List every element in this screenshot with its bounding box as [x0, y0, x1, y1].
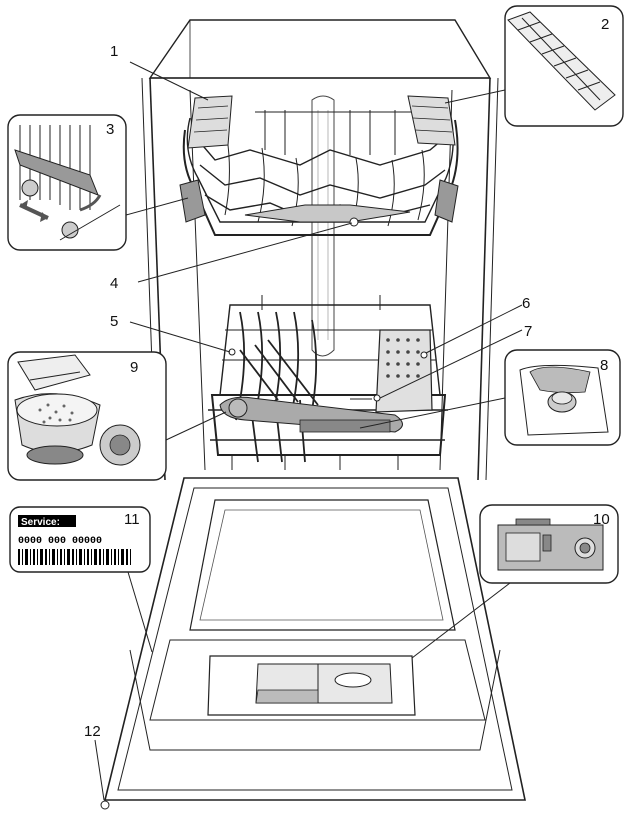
- callout-5: 5: [110, 313, 118, 330]
- callout-9: 9: [130, 359, 138, 376]
- callout-6: 6: [522, 295, 530, 312]
- inset-rinse-aid: [504, 349, 621, 446]
- upper-basket: [179, 95, 459, 236]
- callout-11: 11: [124, 511, 140, 528]
- callout-3: 3: [106, 121, 114, 138]
- service-label: Service:: [21, 517, 60, 528]
- lower-basket: [208, 295, 448, 470]
- barcode: [18, 549, 131, 565]
- callout-1: 1: [110, 43, 118, 60]
- callout-numbers: 1 2 3 4 5 6 7 8 9 10 11 12: [84, 16, 610, 740]
- callout-8: 8: [600, 357, 608, 374]
- callout-7: 7: [524, 323, 532, 340]
- inset-detergent-dispenser: [479, 504, 619, 584]
- leader-lines: [94, 61, 523, 801]
- dishwasher-door: [100, 477, 526, 810]
- callout-10: 10: [593, 511, 610, 528]
- inset-rating-plate: Service: 0000 000 00000: [9, 506, 151, 573]
- serial-number: 0000 000 00000: [18, 536, 102, 547]
- inset-filter: [7, 351, 167, 481]
- callout-2: 2: [601, 16, 609, 33]
- callout-12: 12: [84, 723, 101, 740]
- inset-cup-shelf: [504, 5, 624, 127]
- inset-height-adjuster: [7, 114, 127, 251]
- callout-4: 4: [110, 275, 118, 292]
